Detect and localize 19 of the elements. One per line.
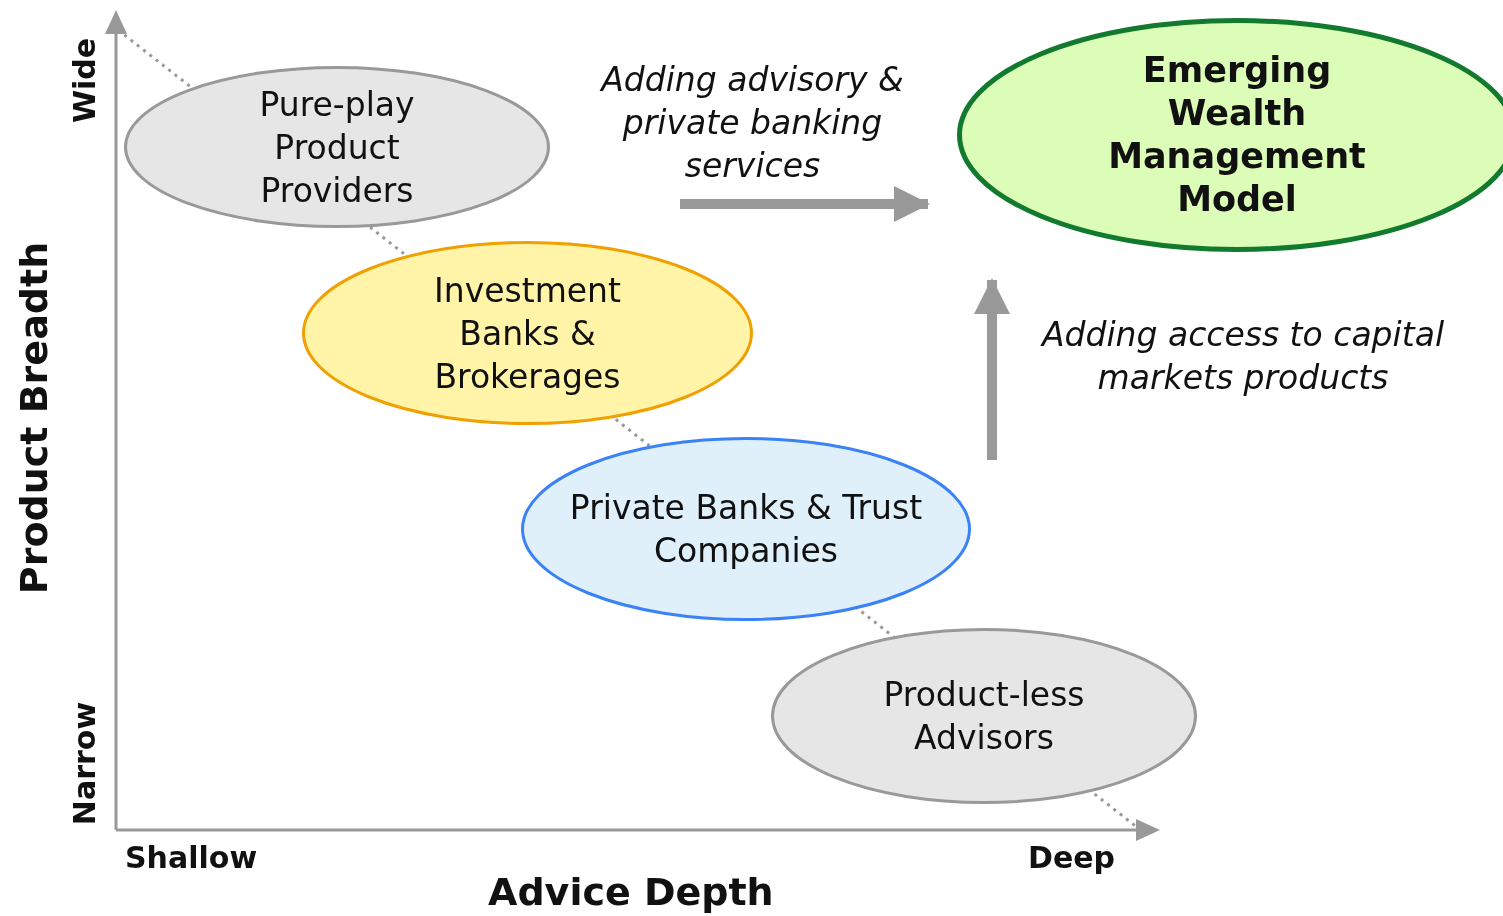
node-label: Product-less Advisors (882, 674, 1086, 759)
node-label: Private Banks & Trust Companies (568, 487, 924, 572)
category-ellipse (521, 437, 971, 621)
edge-label: Adding access to capital markets products (1039, 314, 1446, 399)
axis-tick-label: Wide (66, 37, 102, 123)
category-ellipse (124, 66, 550, 228)
axis-tick-label: Narrow (66, 701, 102, 825)
category-ellipse (771, 628, 1197, 804)
node-label: Investment Banks & Brokerages (433, 269, 622, 398)
axis-tick-label: Deep (1028, 840, 1116, 875)
arrow (974, 278, 1010, 460)
category-ellipse (302, 241, 753, 425)
node-label: Pure-play Product Providers (258, 83, 416, 212)
edge-label: Adding advisory & private banking services (598, 59, 905, 187)
axis-tick-label: Shallow (125, 840, 258, 875)
axis-title: Product Breadth (12, 241, 57, 595)
arrow (680, 186, 930, 222)
node-label: Emerging Wealth Management Model (1107, 49, 1367, 221)
axis-title: Advice Depth (488, 870, 774, 914)
